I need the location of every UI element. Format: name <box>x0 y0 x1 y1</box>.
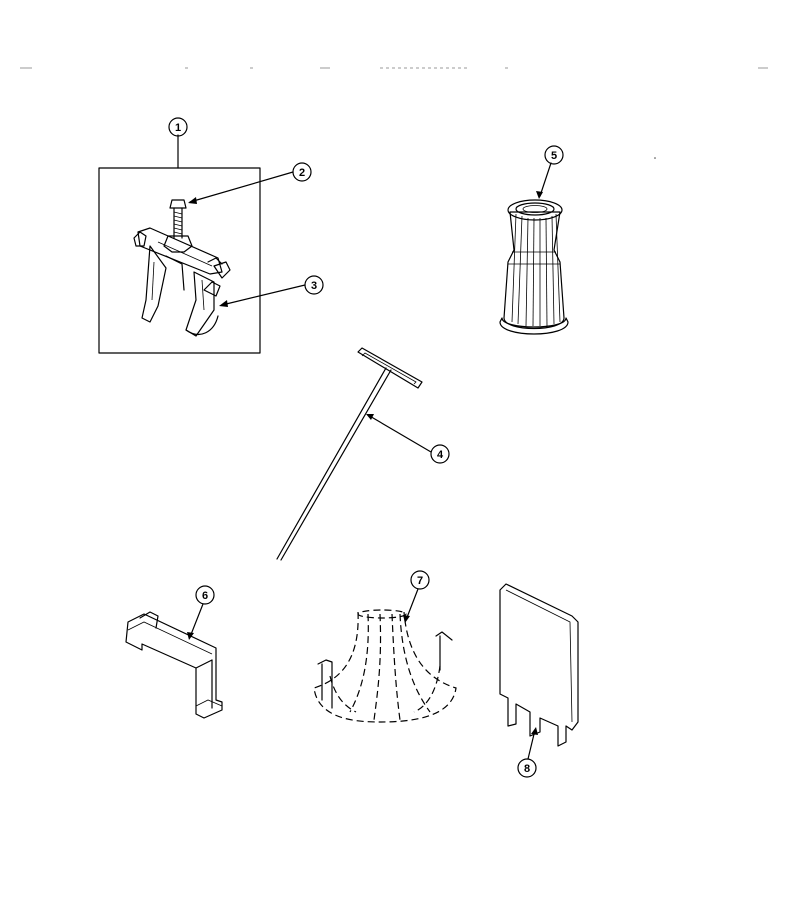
puller-kit-frame <box>98 167 261 354</box>
filter-cylinder-icon <box>499 199 569 335</box>
leader-8 <box>527 729 536 760</box>
flared-template-icon <box>313 609 457 723</box>
callout-1-circle <box>168 117 188 137</box>
gauge-plate-icon <box>499 583 579 747</box>
template-group: 7 <box>313 570 457 723</box>
leader-4 <box>367 414 432 453</box>
leader-7 <box>405 588 419 621</box>
callout-4-label: 4 <box>437 449 444 461</box>
puller-assembly-group: 1 2 3 <box>98 117 324 354</box>
callout-2-label: 2 <box>299 167 305 179</box>
t-handle-wrench-icon <box>276 347 423 561</box>
callout-7-circle <box>410 570 430 590</box>
leader-3 <box>221 284 306 306</box>
leader-2 <box>189 171 294 203</box>
callout-5-label: 5 <box>551 150 557 162</box>
callout-3-circle <box>304 275 324 295</box>
bracket-icon <box>125 611 223 719</box>
callout-6-circle <box>195 585 215 605</box>
callout-7-label: 7 <box>417 575 423 587</box>
leader-5 <box>539 162 552 197</box>
bracket-group: 6 <box>125 585 223 719</box>
callout-5-circle <box>544 145 564 165</box>
gauge-plate-group: 8 <box>499 583 579 778</box>
callout-8-label: 8 <box>524 763 530 775</box>
filter-cylinder-group: 5 <box>499 145 656 335</box>
t-handle-wrench-group: 4 <box>276 347 450 561</box>
callout-4-circle <box>430 444 450 464</box>
gear-puller-icon <box>133 199 231 337</box>
leader-6 <box>189 603 204 638</box>
callout-2-circle <box>292 162 312 182</box>
callout-6-label: 6 <box>202 590 208 602</box>
callout-1-label: 1 <box>175 122 181 134</box>
callout-8-circle <box>517 758 537 778</box>
callout-3-label: 3 <box>311 280 317 292</box>
